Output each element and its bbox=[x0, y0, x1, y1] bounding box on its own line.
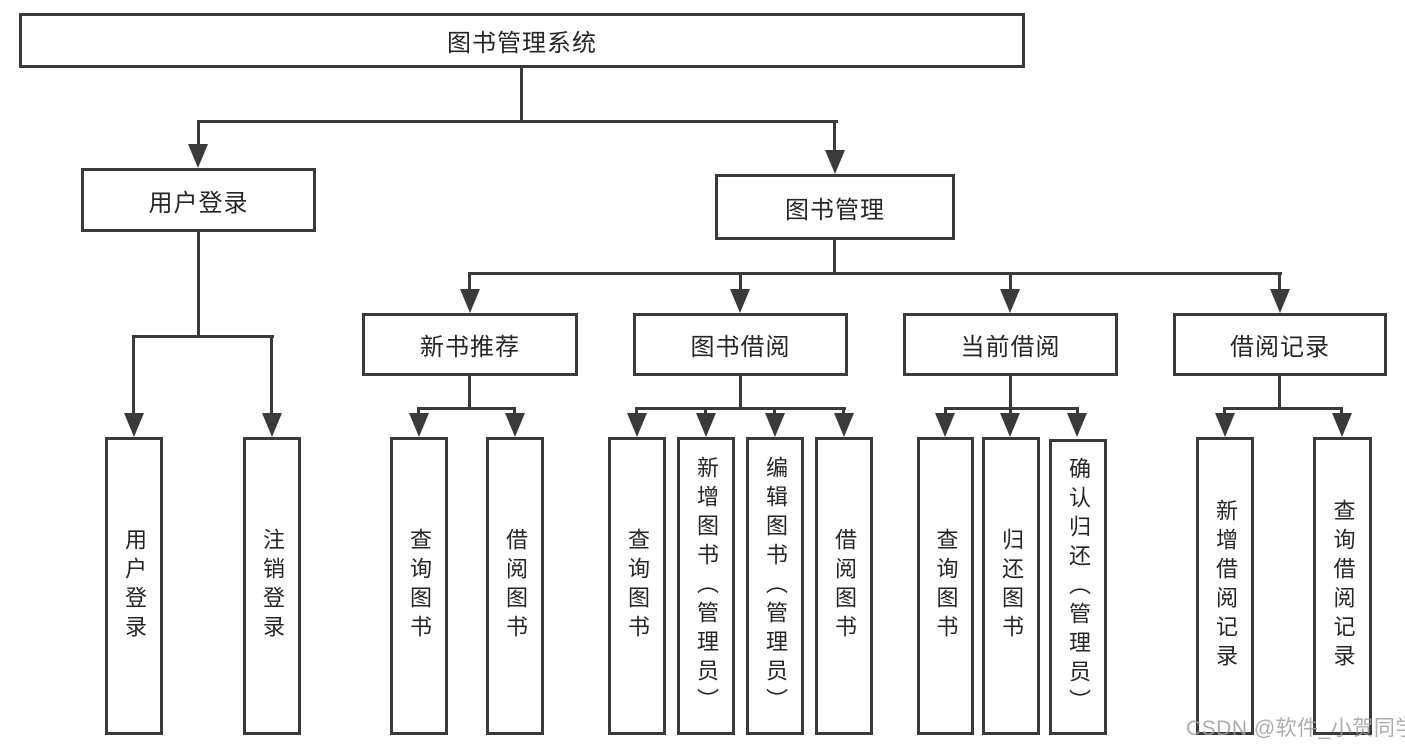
connector-leaf-stem bbox=[842, 407, 845, 415]
connector-new-book-stem bbox=[468, 272, 471, 292]
arrow-down-icon bbox=[834, 413, 854, 437]
node-current-borrowing-label: 当前借阅 bbox=[960, 334, 1061, 361]
arrow-down-icon bbox=[262, 413, 282, 437]
arrow-down-icon bbox=[696, 413, 716, 437]
connector-login-rail bbox=[132, 335, 274, 338]
arrow-down-icon bbox=[1215, 413, 1235, 437]
node-current-borrowing: 当前借阅 bbox=[903, 313, 1118, 376]
connector-new-book-drop bbox=[468, 376, 471, 410]
connector-leaf-stem bbox=[1076, 407, 1079, 415]
arrow-down-icon bbox=[935, 413, 955, 437]
node-book-management: 图书管理 bbox=[715, 174, 955, 240]
connector-book-mgmt-stem bbox=[833, 120, 836, 152]
node-user-login-branch-label: 用户登录 bbox=[148, 189, 249, 217]
leaf-br-query-record-label: 查询借阅记录 bbox=[1330, 499, 1356, 673]
leaf-nbr-borrow-books: 借阅图书 bbox=[486, 437, 544, 735]
node-root: 图书管理系统 bbox=[19, 13, 1025, 68]
arrow-down-icon bbox=[730, 289, 750, 313]
leaf-cb-return-books: 归还图书 bbox=[982, 437, 1040, 735]
leaf-nbr-query-books-label: 查询图书 bbox=[407, 528, 432, 644]
csdn-watermark: CSDN @软件_小贺同学 bbox=[1186, 717, 1405, 740]
node-book-management-label: 图书管理 bbox=[785, 196, 885, 224]
connector-leaf-stem bbox=[417, 407, 420, 415]
leaf-br-add-record: 新增借阅记录 bbox=[1196, 437, 1254, 735]
leaf-bb-edit-books: 编辑图书（管理员） bbox=[746, 437, 804, 735]
leaf-bb-add-books-label: 新增图书（管理员） bbox=[694, 455, 719, 717]
connector-book-borrow-drop bbox=[739, 376, 742, 410]
node-new-book-recommend-label: 新书推荐 bbox=[420, 334, 520, 361]
connector-current-borrow-drop bbox=[1009, 376, 1012, 410]
connector-level3-rail bbox=[468, 272, 1282, 275]
arrow-down-icon bbox=[1270, 289, 1290, 313]
node-root-label: 图书管理系统 bbox=[447, 30, 597, 57]
connector-leaf-stem bbox=[270, 335, 273, 417]
leaf-bb-borrow-books: 借阅图书 bbox=[815, 437, 873, 735]
arrow-down-icon bbox=[460, 289, 480, 313]
leaf-user-login: 用户登录 bbox=[105, 437, 163, 735]
connector-leaf-stem bbox=[513, 407, 516, 415]
connector-book-borrow-rail bbox=[635, 407, 846, 410]
leaf-logout-label: 注销登录 bbox=[260, 528, 285, 644]
connector-leaf-stem bbox=[1340, 407, 1343, 415]
leaf-br-query-record: 查询借阅记录 bbox=[1313, 437, 1372, 735]
node-borrowing-records-label: 借阅记录 bbox=[1230, 334, 1330, 361]
connector-records-drop bbox=[1278, 376, 1281, 410]
connector-level2-rail bbox=[197, 120, 838, 123]
arrow-down-icon bbox=[1332, 413, 1352, 437]
connector-leaf-stem bbox=[704, 407, 707, 415]
leaf-logout: 注销登录 bbox=[243, 437, 301, 735]
connector-leaf-stem bbox=[132, 335, 135, 417]
node-user-login-branch: 用户登录 bbox=[81, 168, 316, 232]
arrow-down-icon bbox=[627, 413, 647, 437]
node-book-borrowing: 图书借阅 bbox=[633, 313, 848, 376]
leaf-cb-query-books: 查询图书 bbox=[917, 437, 974, 735]
connector-root-drop bbox=[520, 68, 523, 120]
leaf-cb-query-books-label: 查询图书 bbox=[933, 528, 959, 644]
leaf-nbr-query-books: 查询图书 bbox=[390, 437, 448, 735]
arrow-down-icon bbox=[124, 413, 144, 437]
connector-records-stem bbox=[1278, 272, 1281, 292]
connector-book-borrow-stem bbox=[739, 272, 742, 292]
connector-new-book-rail bbox=[417, 407, 516, 410]
arrow-down-icon bbox=[409, 413, 429, 437]
connector-records-rail bbox=[1223, 407, 1343, 410]
arrow-down-icon bbox=[505, 413, 525, 437]
arrow-down-icon bbox=[1067, 413, 1087, 437]
connector-current-borrow-stem bbox=[1009, 272, 1012, 292]
node-borrowing-records: 借阅记录 bbox=[1173, 313, 1387, 376]
arrow-down-icon bbox=[825, 150, 845, 174]
leaf-br-add-record-label: 新增借阅记录 bbox=[1213, 499, 1238, 673]
leaf-cb-confirm-return: 确认归还（管理员） bbox=[1049, 439, 1107, 735]
node-new-book-recommend: 新书推荐 bbox=[362, 313, 578, 376]
leaf-bb-borrow-books-label: 借阅图书 bbox=[832, 528, 857, 644]
leaf-nbr-borrow-books-label: 借阅图书 bbox=[503, 528, 528, 644]
arrow-down-icon bbox=[1000, 413, 1020, 437]
arrow-down-icon bbox=[765, 413, 785, 437]
leaf-user-login-label: 用户登录 bbox=[122, 528, 147, 644]
leaf-bb-edit-books-label: 编辑图书（管理员） bbox=[763, 455, 788, 717]
connector-leaf-stem bbox=[635, 407, 638, 415]
connector-book-mgmt-drop bbox=[833, 240, 836, 275]
leaf-bb-query-books-label: 查询图书 bbox=[625, 528, 650, 644]
leaf-bb-add-books: 新增图书（管理员） bbox=[677, 437, 735, 735]
connector-user-login-stem bbox=[197, 120, 200, 148]
connector-leaf-stem bbox=[944, 407, 947, 415]
connector-leaf-stem bbox=[773, 407, 776, 415]
connector-leaf-stem bbox=[1223, 407, 1226, 415]
leaf-cb-confirm-return-label: 确认归还（管理员） bbox=[1066, 456, 1091, 718]
arrow-down-icon bbox=[1000, 289, 1020, 313]
connector-user-login-drop bbox=[197, 232, 200, 338]
node-book-borrowing-label: 图书借阅 bbox=[690, 334, 791, 361]
leaf-bb-query-books: 查询图书 bbox=[608, 437, 666, 735]
connector-leaf-stem bbox=[1009, 407, 1012, 415]
arrow-down-icon bbox=[188, 144, 208, 168]
leaf-cb-return-books-label: 归还图书 bbox=[999, 528, 1024, 644]
